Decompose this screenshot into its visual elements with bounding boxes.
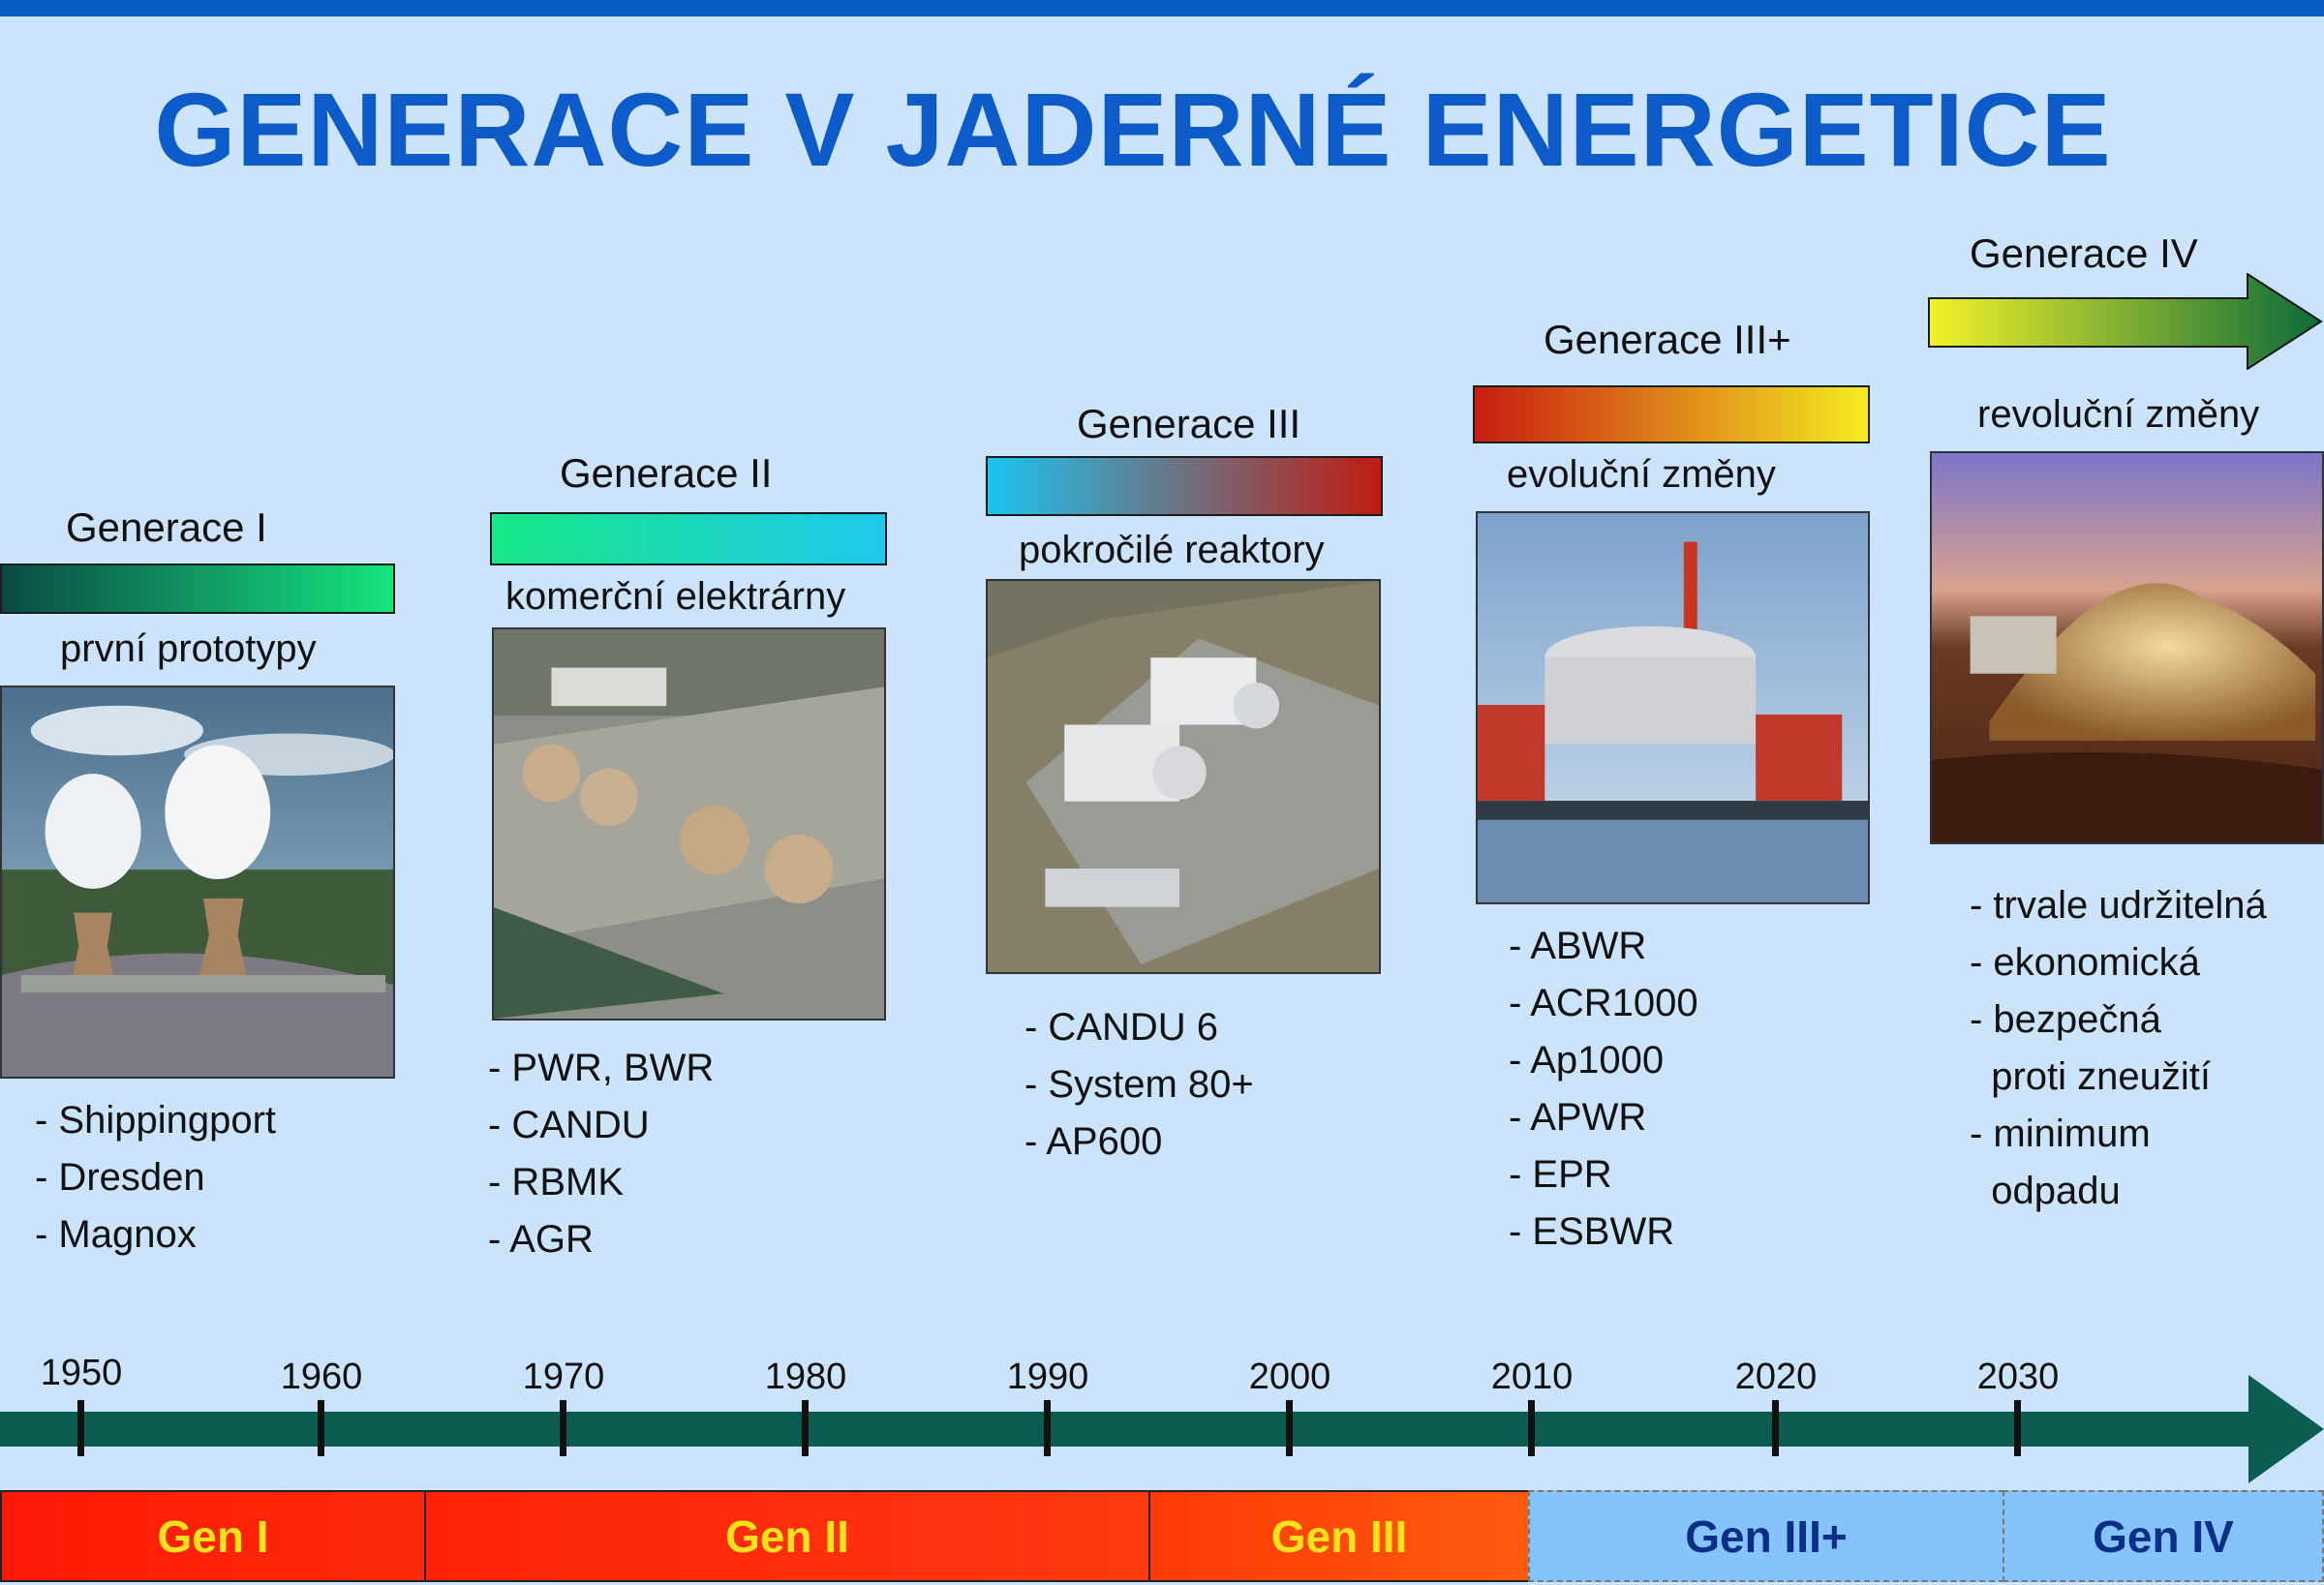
list-item: - APWR (1509, 1096, 1647, 1139)
gen1-subtitle: první prototypy (60, 627, 317, 670)
timeline-year-1950: 1950 (40, 1353, 123, 1393)
timeline-tick-1960 (318, 1400, 324, 1456)
timeline-year-2030: 2030 (1976, 1356, 2060, 1397)
list-item: - EPR (1509, 1153, 1612, 1196)
gen4-photo-futuristic-plant (1930, 451, 2324, 844)
gen3plus-reactor-list: - ABWR - ACR1000 - Ap1000 - APWR - EPR - ESBW… (1509, 918, 1698, 1261)
timeline-tick-1970 (560, 1400, 566, 1456)
page-title: GENERACE V JADERNÉ ENERGETICE (154, 71, 2112, 188)
gen2-reactor-list: - PWR, BWR - CANDU - RBMK - AGR (488, 1040, 714, 1268)
gen3plus-bar (1473, 385, 1870, 443)
list-item: - ekonomická (1970, 941, 2200, 984)
timeline-year-2020: 2020 (1734, 1356, 1818, 1397)
gen3-bar (986, 456, 1383, 516)
list-item: - System 80+ (1024, 1063, 1254, 1106)
timeline-tick-2020 (1772, 1400, 1779, 1456)
gen3-photo-island-plant (986, 579, 1381, 974)
timeline-tick-2010 (1528, 1400, 1535, 1456)
gen3plus-photo-reactor-building (1476, 511, 1870, 904)
timeline-tick-1950 (77, 1400, 84, 1456)
timeline-axis (0, 1412, 2256, 1447)
timeline-arrow-head (2248, 1375, 2324, 1483)
gen3-subtitle: pokročilé reaktory (1019, 529, 1325, 571)
timeline-year-1990: 1990 (1006, 1356, 1089, 1397)
timeline-year-1970: 1970 (522, 1356, 605, 1397)
list-item: odpadu (1970, 1170, 2121, 1212)
gen2-label: Generace II (560, 450, 773, 496)
gen4-label: Generace IV (1970, 230, 2198, 276)
timeline-year-1960: 1960 (280, 1356, 363, 1397)
timeline-tick-2030 (2014, 1400, 2021, 1456)
list-item: - ESBWR (1509, 1210, 1675, 1253)
list-item: - minimum (1970, 1113, 2151, 1155)
timeline-year-2000: 2000 (1248, 1356, 1331, 1397)
list-item: - CANDU (488, 1104, 650, 1146)
era-band-gen-i: Gen I (0, 1490, 426, 1582)
list-item: - trvale udržitelná (1970, 884, 2267, 927)
gen2-subtitle: komerční elektrárny (505, 575, 846, 618)
list-item: - AGR (488, 1218, 594, 1261)
gen1-bar (0, 564, 395, 614)
gen2-photo-plant-domes (492, 627, 886, 1021)
gen4-arrow (1928, 273, 2323, 370)
gen1-label: Generace I (66, 504, 267, 550)
top-accent-bar (0, 0, 2324, 16)
list-item: - AP600 (1024, 1120, 1163, 1163)
list-item: - PWR, BWR (488, 1047, 715, 1089)
era-band-gen-iv: Gen IV (2003, 1490, 2324, 1582)
list-item: - Dresden (35, 1156, 205, 1199)
list-item: - ACR1000 (1509, 982, 1698, 1024)
gen3-reactor-list: - CANDU 6 - System 80+ - AP600 (1024, 999, 1254, 1171)
era-band-gen-ii: Gen II (424, 1490, 1150, 1582)
gen1-reactor-list: - Shippingport - Dresden - Magnox (35, 1092, 276, 1264)
gen4-feature-list: - trvale udržitelná - ekonomická - bezpečn… (1970, 877, 2267, 1220)
list-item: - Magnox (35, 1213, 197, 1256)
timeline-year-2010: 2010 (1490, 1356, 1574, 1397)
gen3plus-label: Generace III+ (1544, 317, 1791, 362)
era-band-gen-iii: Gen III (1148, 1490, 1530, 1582)
timeline-year-1980: 1980 (764, 1356, 847, 1397)
list-item: - RBMK (488, 1161, 624, 1204)
era-band-gen-iii-: Gen III+ (1528, 1490, 2004, 1582)
gen2-bar (490, 512, 887, 565)
timeline-tick-1990 (1044, 1400, 1051, 1456)
gen3-label: Generace III (1077, 401, 1301, 446)
gen1-photo-cooling-towers (0, 686, 395, 1079)
gen3plus-subtitle: evoluční změny (1507, 453, 1776, 496)
list-item: proti zneužití (1970, 1055, 2212, 1098)
list-item: - CANDU 6 (1024, 1006, 1219, 1049)
list-item: - bezpečná (1970, 998, 2161, 1041)
timeline-tick-1980 (802, 1400, 809, 1456)
list-item: - ABWR (1509, 925, 1647, 967)
list-item: - Ap1000 (1509, 1039, 1665, 1082)
timeline-tick-2000 (1286, 1400, 1293, 1456)
list-item: - Shippingport (35, 1099, 277, 1142)
gen4-subtitle: revoluční změny (1977, 393, 2260, 436)
